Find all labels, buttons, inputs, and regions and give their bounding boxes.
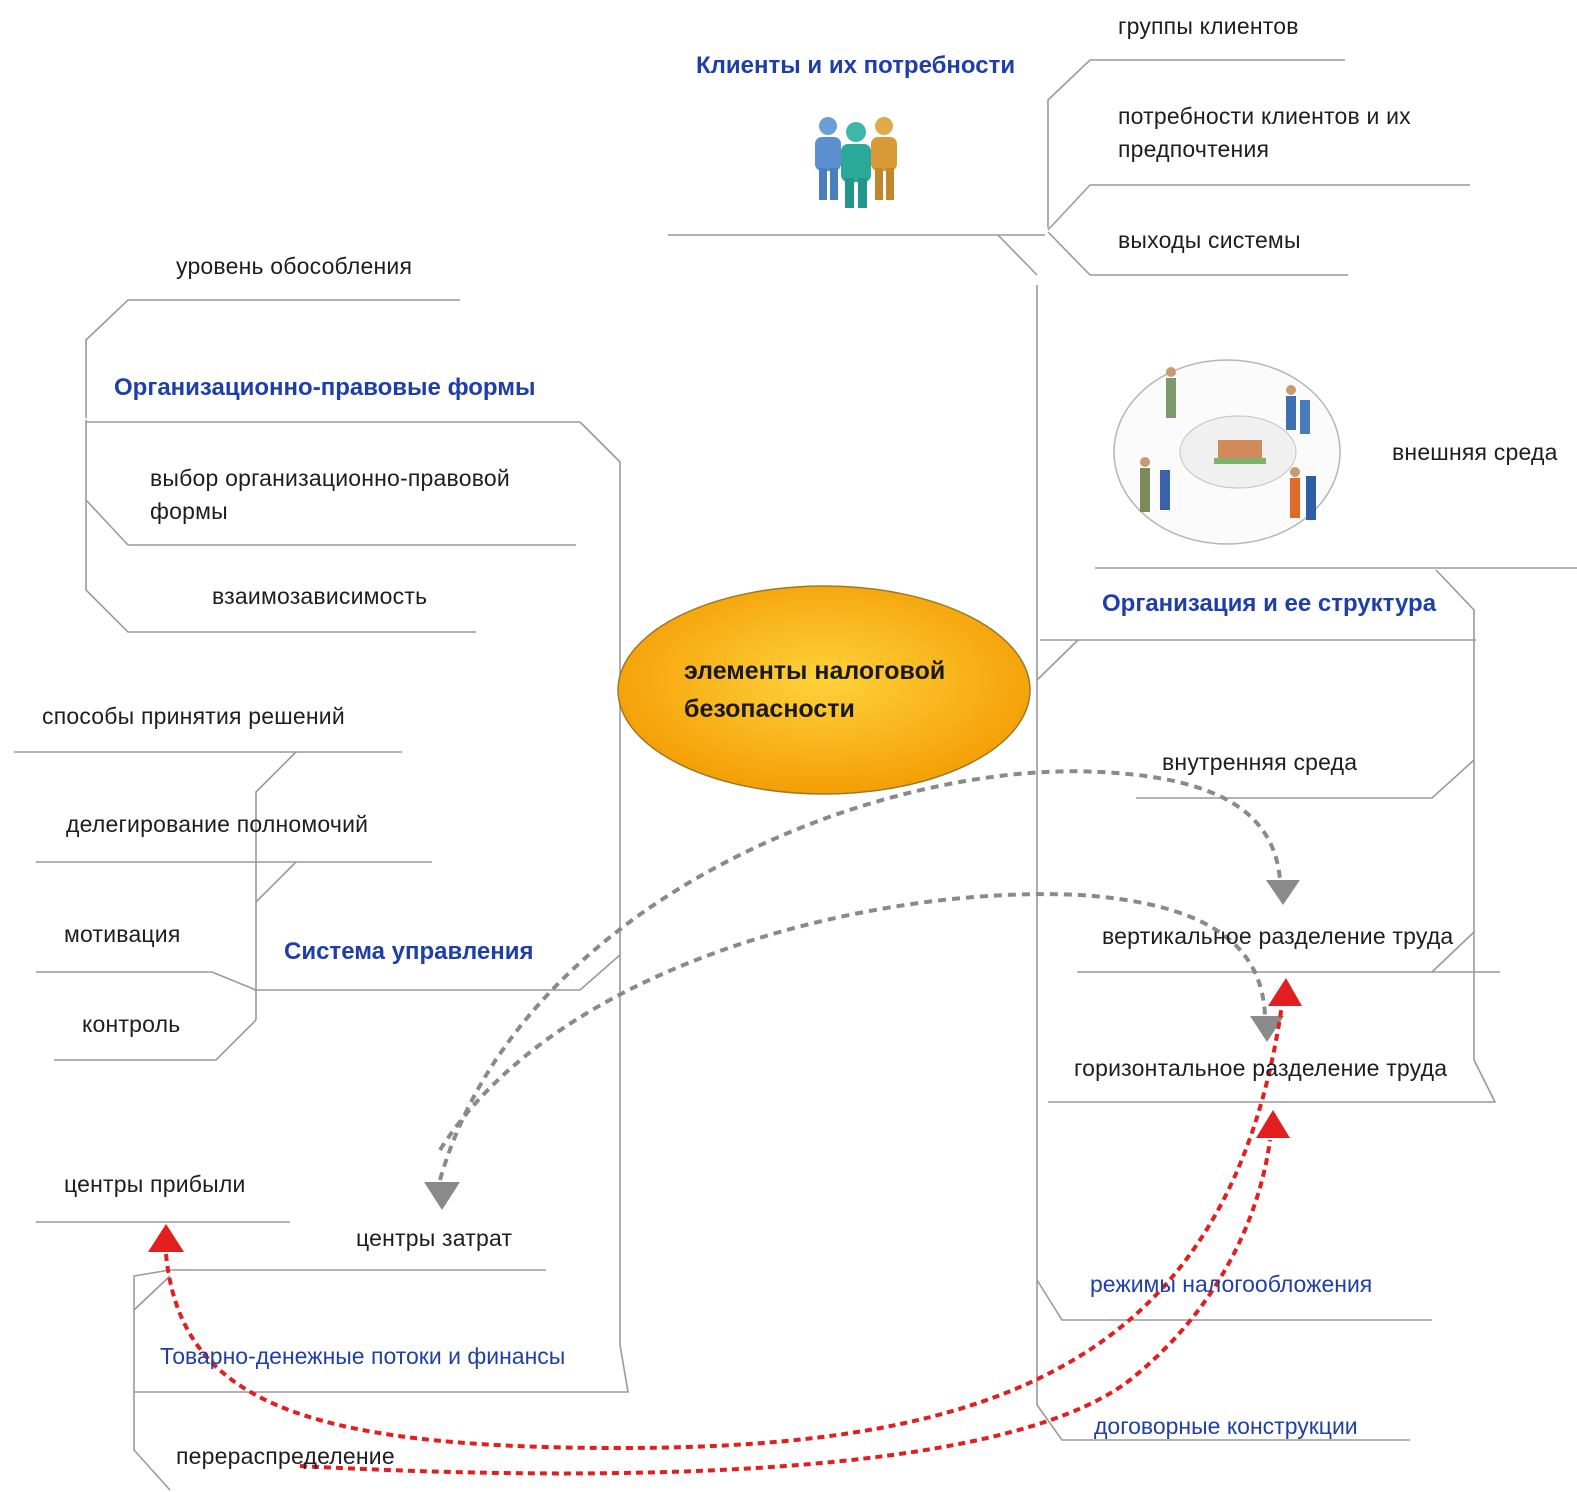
gray-arrow-internal-to-costs	[438, 769, 1282, 1181]
clients-branch-3	[1047, 231, 1348, 276]
finance-bracket	[134, 955, 629, 1393]
horizontal-division-label[interactable]: горизонтальное разделение труда	[1074, 1055, 1448, 1081]
gray-arrows	[438, 769, 1282, 1181]
client-needs-label[interactable]: потребности клиентов и их предпочтения	[1118, 103, 1411, 162]
control-label[interactable]: контроль	[82, 1011, 181, 1037]
management-heading[interactable]: Система управления	[284, 938, 534, 965]
clients-diag	[997, 234, 1038, 276]
mgmt-stem-2	[255, 861, 297, 903]
center-title: элементы налоговой безопасности	[684, 652, 984, 728]
finance-heading[interactable]: Товарно-денежные потоки и финансы	[160, 1343, 566, 1369]
org-diag	[1036, 639, 1079, 681]
finance-costs	[133, 1269, 546, 1392]
legal-form-choice-label[interactable]: выбор организационно-правовой формы	[150, 465, 510, 524]
redistribution-label[interactable]: перераспределение	[176, 1443, 395, 1469]
system-outputs-label[interactable]: выходы системы	[1118, 227, 1301, 253]
trunk-right	[1036, 285, 1410, 1441]
gray-arrow-costs-to-horizontal	[438, 892, 1267, 1152]
gray-arrowhead-horizontal	[1250, 1016, 1284, 1042]
interdependence-label[interactable]: взаимозависимость	[212, 583, 428, 609]
contract-structures-label[interactable]: договорные конструкции	[1094, 1413, 1358, 1439]
gray-arrowhead-vertical	[1266, 880, 1300, 905]
internal-environment-label[interactable]: внутренняя среда	[1162, 749, 1358, 775]
center-title-line-2: безопасности	[684, 695, 855, 723]
clients-branch-1	[1047, 59, 1345, 228]
org-bracket	[1048, 569, 1497, 1103]
org-structure-heading[interactable]: Организация и ее структура	[1102, 590, 1437, 617]
mgmt-stem	[255, 751, 297, 1020]
finance-costs-diag	[133, 1275, 171, 1311]
mgmt-control	[54, 1019, 257, 1061]
motivation-label[interactable]: мотивация	[64, 921, 181, 947]
red-arrowhead-vertical	[1268, 978, 1302, 1006]
people-group-icon	[815, 117, 897, 208]
client-groups-label[interactable]: группы клиентов	[1118, 13, 1299, 39]
red-arrowhead-profit	[148, 1224, 184, 1252]
cost-centers-label[interactable]: центры затрат	[356, 1225, 513, 1251]
red-arrow-profit-to-vertical	[164, 1004, 1284, 1451]
legal-interdep	[85, 420, 476, 633]
center-title-line-1: элементы налоговой	[684, 657, 946, 685]
finance-redistr	[133, 1392, 171, 1491]
vertical-division-label[interactable]: вертикальное разделение труда	[1102, 923, 1454, 949]
tax-underline	[1036, 1279, 1432, 1321]
clients-branch-2	[1047, 184, 1470, 231]
legal-choice	[85, 499, 576, 546]
internal-underline	[1136, 759, 1475, 799]
red-arrows	[164, 1004, 1284, 1476]
connector-lines	[14, 59, 1577, 1491]
isolation-level-label[interactable]: уровень обособления	[176, 253, 413, 279]
gray-arrowhead-costs	[424, 1182, 460, 1210]
legal-forms-heading[interactable]: Организационно-правовые формы	[114, 374, 536, 401]
decision-methods-label[interactable]: способы принятия решений	[42, 703, 345, 729]
red-arrow-redistr-to-horizontal	[299, 1139, 1272, 1476]
mgmt-motivation	[36, 971, 257, 991]
vertical-diag	[1431, 931, 1475, 973]
delegation-label[interactable]: делегирование полномочий	[66, 811, 369, 837]
external-environment-label[interactable]: внешняя среда	[1392, 439, 1558, 465]
center-node[interactable]	[617, 585, 1031, 795]
clients-heading[interactable]: Клиенты и их потребности	[696, 52, 1016, 79]
external-environment-icon	[1113, 359, 1341, 545]
legal-bracket	[85, 299, 460, 418]
red-arrowhead-horizontal	[1256, 1110, 1290, 1138]
profit-centers-label[interactable]: центры прибыли	[64, 1171, 246, 1197]
tax-regimes-label[interactable]: режимы налогообложения	[1090, 1271, 1373, 1297]
